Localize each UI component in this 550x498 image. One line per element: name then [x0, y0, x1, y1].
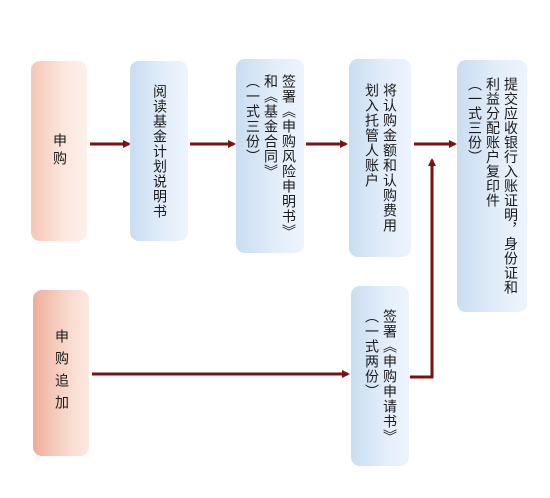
node-transfer-funds: 将认购金额和认购费用 划入托管人账户: [349, 59, 411, 257]
node-additional-subscription-label: 申购追加: [53, 329, 69, 417]
application-line1: 签署《申购申请书》: [381, 308, 397, 444]
node-subscribe: 申购: [31, 61, 87, 241]
node-additional-subscription: 申购追加: [33, 290, 89, 456]
arrow-application-to-submit: [410, 158, 436, 379]
node-submit-documents-label: 提交应收银行入账证明，身份证和 利益分配账户复印件 （一式三份）: [465, 77, 519, 295]
submit-line3: （一式三份）: [466, 77, 482, 165]
node-subscribe-label: 申购: [51, 133, 67, 169]
node-sign-risk-statement: 签署《申购风险申明书》 和《基金合同》 （一式三份）: [236, 59, 304, 253]
node-submit-documents: 提交应收银行入账证明，身份证和 利益分配账户复印件 （一式三份）: [457, 60, 527, 312]
sign-risk-line3: （一式三份）: [244, 73, 260, 164]
node-read-prospectus-label: 阅读基金计划说明书: [151, 83, 167, 219]
node-transfer-funds-label: 将认购金额和认购费用 划入托管人账户: [362, 83, 398, 233]
application-line2: （一式两份）: [363, 308, 379, 399]
sign-risk-line2: 和《基金合同》: [262, 73, 278, 179]
node-sign-risk-statement-label: 签署《申购风险申明书》 和《基金合同》 （一式三份）: [243, 74, 297, 239]
sign-risk-line1: 签署《申购风险申明书》: [280, 73, 296, 239]
transfer-line1: 将认购金额和认购费用: [381, 83, 397, 233]
submit-line2: 利益分配账户复印件: [484, 77, 500, 208]
node-sign-application-label: 签署《申购申请书》 （一式两份）: [362, 309, 398, 444]
submit-line1: 提交应收银行入账证明，身份证和: [502, 77, 518, 295]
transfer-line2: 划入托管人账户: [363, 83, 379, 188]
node-read-prospectus: 阅读基金计划说明书: [130, 61, 188, 241]
node-sign-application: 签署《申购申请书》 （一式两份）: [351, 286, 409, 466]
